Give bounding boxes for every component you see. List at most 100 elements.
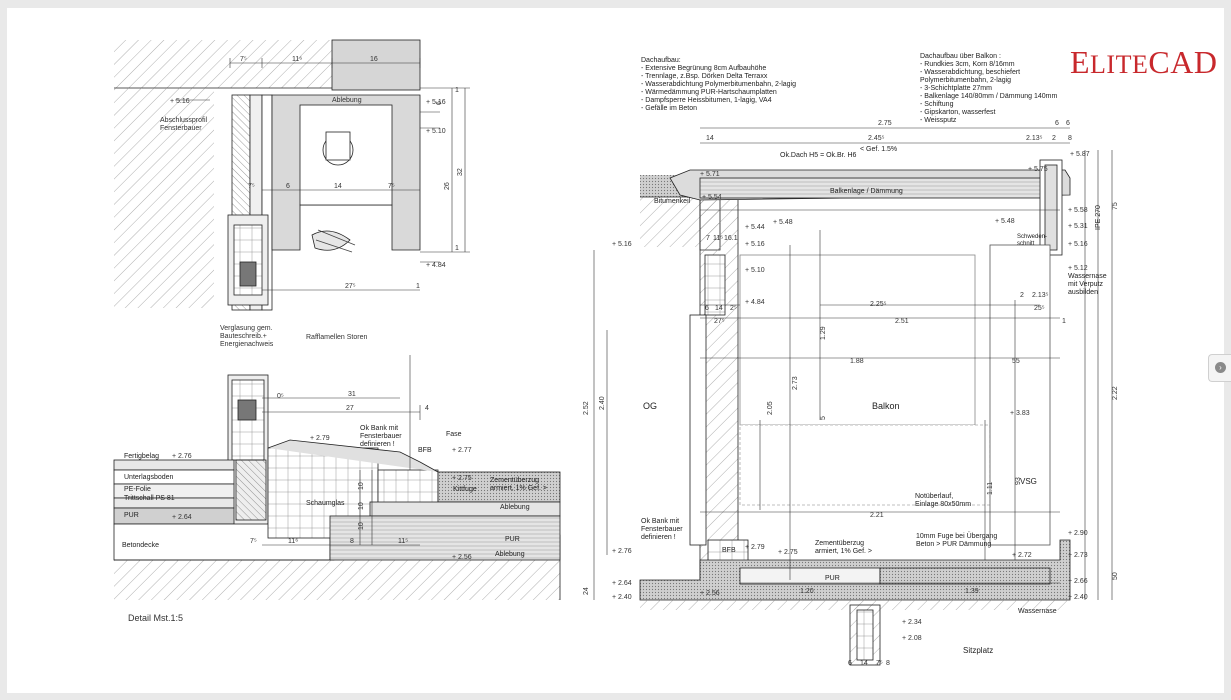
svg-text:0⁵: 0⁵: [277, 393, 284, 400]
svg-text:8: 8: [1068, 135, 1072, 142]
svg-text:Einlage 80x50mm: Einlage 80x50mm: [915, 501, 971, 508]
svg-text:- Balkenlage 140/80mm / Dämmun: - Balkenlage 140/80mm / Dämmung 140mm: [920, 93, 1058, 100]
svg-text:+ 2.40: + 2.40: [1068, 594, 1088, 601]
svg-text:- Wasserabdichtung Polymerbitu: - Wasserabdichtung Polymerbitumenbahn, 2…: [641, 81, 796, 88]
svg-text:50: 50: [1112, 572, 1119, 580]
svg-text:+ 2.79: + 2.79: [310, 435, 330, 442]
svg-text:Balkenlage / Dämmung: Balkenlage / Dämmung: [830, 188, 903, 195]
svg-text:Notüberlauf,: Notüberlauf,: [915, 493, 953, 500]
svg-text:2.40: 2.40: [599, 396, 606, 410]
svg-text:10mm Fuge bei Übergang: 10mm Fuge bei Übergang: [916, 532, 997, 540]
svg-text:Abschlussprofil: Abschlussprofil: [160, 117, 208, 124]
svg-text:6: 6: [705, 305, 709, 312]
svg-text:Dachaufbau:: Dachaufbau:: [641, 57, 681, 64]
svg-text:24: 24: [583, 587, 590, 595]
svg-text:Bitumenkeil: Bitumenkeil: [654, 198, 691, 205]
svg-text:Ablebung: Ablebung: [495, 551, 525, 558]
svg-text:< Gef. 1.5%: < Gef. 1.5%: [860, 146, 897, 153]
svg-text:16: 16: [370, 56, 378, 63]
svg-text:+ 2.79: + 2.79: [745, 544, 765, 551]
svg-text:6: 6: [286, 183, 290, 190]
svg-text:- Weissputz: - Weissputz: [920, 117, 957, 124]
svg-text:Energienachweis: Energienachweis: [220, 341, 274, 348]
svg-text:- Wärmedämmung PUR-Hartschaump: - Wärmedämmung PUR-Hartschaumplatten: [641, 89, 777, 96]
svg-text:Schweden-: Schweden-: [1017, 234, 1047, 240]
svg-text:- Schiftung: - Schiftung: [920, 101, 954, 108]
svg-text:2.21: 2.21: [870, 512, 884, 519]
svg-text:8: 8: [350, 538, 354, 545]
svg-text:2.22: 2.22: [1112, 386, 1119, 400]
svg-text:- Extensive Begrünung 8cm Aufb: - Extensive Begrünung 8cm Aufbauhöhe: [641, 65, 766, 72]
svg-text:PUR: PUR: [825, 575, 840, 582]
right-balcony-section: 2.75 6 6 14 2.45⁵ 2.13⁵ 2 8 7 11⁵ 16.1 6…: [583, 53, 1119, 667]
svg-text:2.45⁵: 2.45⁵: [868, 135, 885, 142]
svg-text:14: 14: [860, 660, 868, 667]
svg-text:Ablebung: Ablebung: [332, 97, 362, 104]
svg-text:7⁵: 7⁵: [250, 538, 257, 545]
svg-text:Rafflamellen Storen: Rafflamellen Storen: [306, 334, 367, 341]
svg-text:Bauteschreib.+: Bauteschreib.+: [220, 333, 267, 340]
svg-text:7: 7: [706, 235, 710, 242]
svg-text:10: 10: [358, 502, 365, 510]
svg-text:11⁵: 11⁵: [398, 538, 408, 545]
svg-text:Fensterbauer: Fensterbauer: [641, 526, 683, 533]
svg-text:+ 2.90: + 2.90: [1068, 530, 1088, 537]
svg-text:7⁵: 7⁵: [876, 660, 883, 667]
svg-text:Wassernase: Wassernase: [1068, 273, 1107, 280]
svg-text:Verglasung gem.: Verglasung gem.: [220, 325, 273, 332]
svg-text:2.13⁵: 2.13⁵: [1026, 135, 1043, 142]
svg-text:+ 2.72: + 2.72: [1012, 552, 1032, 559]
svg-text:+ 5.16: + 5.16: [170, 98, 190, 105]
svg-text:7⁵: 7⁵: [240, 56, 247, 63]
svg-text:IPE 270: IPE 270: [1095, 205, 1102, 230]
svg-text:Schaumglas: Schaumglas: [306, 500, 345, 507]
svg-text:6: 6: [848, 660, 852, 667]
svg-text:16.1: 16.1: [724, 235, 738, 242]
svg-text:11⁵: 11⁵: [713, 235, 723, 242]
detail-scale-label: Detail Mst.1:5: [128, 613, 184, 623]
svg-text:PE-Folie: PE-Folie: [124, 486, 151, 493]
svg-text:1: 1: [1062, 318, 1066, 325]
svg-text:+ 5.58: + 5.58: [1068, 207, 1088, 214]
svg-text:Fensterbauer: Fensterbauer: [360, 433, 402, 440]
svg-text:2.51: 2.51: [895, 318, 909, 325]
svg-text:+ 5.16: + 5.16: [426, 99, 446, 106]
svg-text:+ 5.16: + 5.16: [745, 241, 765, 248]
svg-text:- Gipskarton, wasserfest: - Gipskarton, wasserfest: [920, 109, 996, 116]
svg-text:2.75: 2.75: [878, 120, 892, 127]
svg-text:+ 2.64: + 2.64: [172, 514, 192, 521]
svg-text:14: 14: [706, 135, 714, 142]
svg-text:ausbilden: ausbilden: [1068, 289, 1098, 296]
svg-text:+ 2.56: + 2.56: [452, 554, 472, 561]
svg-text:Trittschall PS 81: Trittschall PS 81: [124, 495, 175, 502]
svg-text:Sitzplatz: Sitzplatz: [963, 646, 993, 655]
svg-text:55: 55: [1012, 358, 1020, 365]
svg-text:+ 2.34: + 2.34: [902, 619, 922, 626]
svg-text:14: 14: [715, 305, 723, 312]
svg-text:11⁶: 11⁶: [288, 538, 298, 545]
svg-text:6: 6: [1055, 120, 1059, 127]
svg-text:2.52: 2.52: [583, 401, 590, 415]
svg-text:1: 1: [455, 87, 459, 94]
svg-text:2.73: 2.73: [792, 376, 799, 390]
svg-text:2.25⁵: 2.25⁵: [870, 301, 887, 308]
svg-text:+ 5.10: + 5.10: [745, 267, 765, 274]
svg-text:Zementüberzug: Zementüberzug: [815, 540, 864, 547]
next-page-button[interactable]: ›: [1208, 354, 1231, 382]
svg-text:+ 5.12: + 5.12: [1068, 265, 1088, 272]
svg-text:1.39: 1.39: [965, 588, 979, 595]
svg-text:2: 2: [1020, 292, 1024, 299]
svg-text:27⁵: 27⁵: [345, 283, 356, 290]
svg-text:Ok Bank mit: Ok Bank mit: [360, 425, 398, 432]
svg-text:6: 6: [436, 101, 443, 105]
svg-text:- Wasserabdichtung, beschiefer: - Wasserabdichtung, beschiefert: [920, 69, 1020, 76]
svg-text:+ 5.48: + 5.48: [773, 219, 793, 226]
svg-text:+ 2.40: + 2.40: [612, 594, 632, 601]
svg-text:1: 1: [416, 283, 420, 290]
svg-text:10: 10: [358, 522, 365, 530]
svg-text:PUR: PUR: [124, 512, 139, 519]
svg-text:Zementüberzug: Zementüberzug: [490, 477, 539, 484]
svg-text:Dachaufbau über Balkon :: Dachaufbau über Balkon :: [920, 53, 1001, 60]
svg-text:armiert, 1% Gef. >: armiert, 1% Gef. >: [815, 548, 872, 555]
